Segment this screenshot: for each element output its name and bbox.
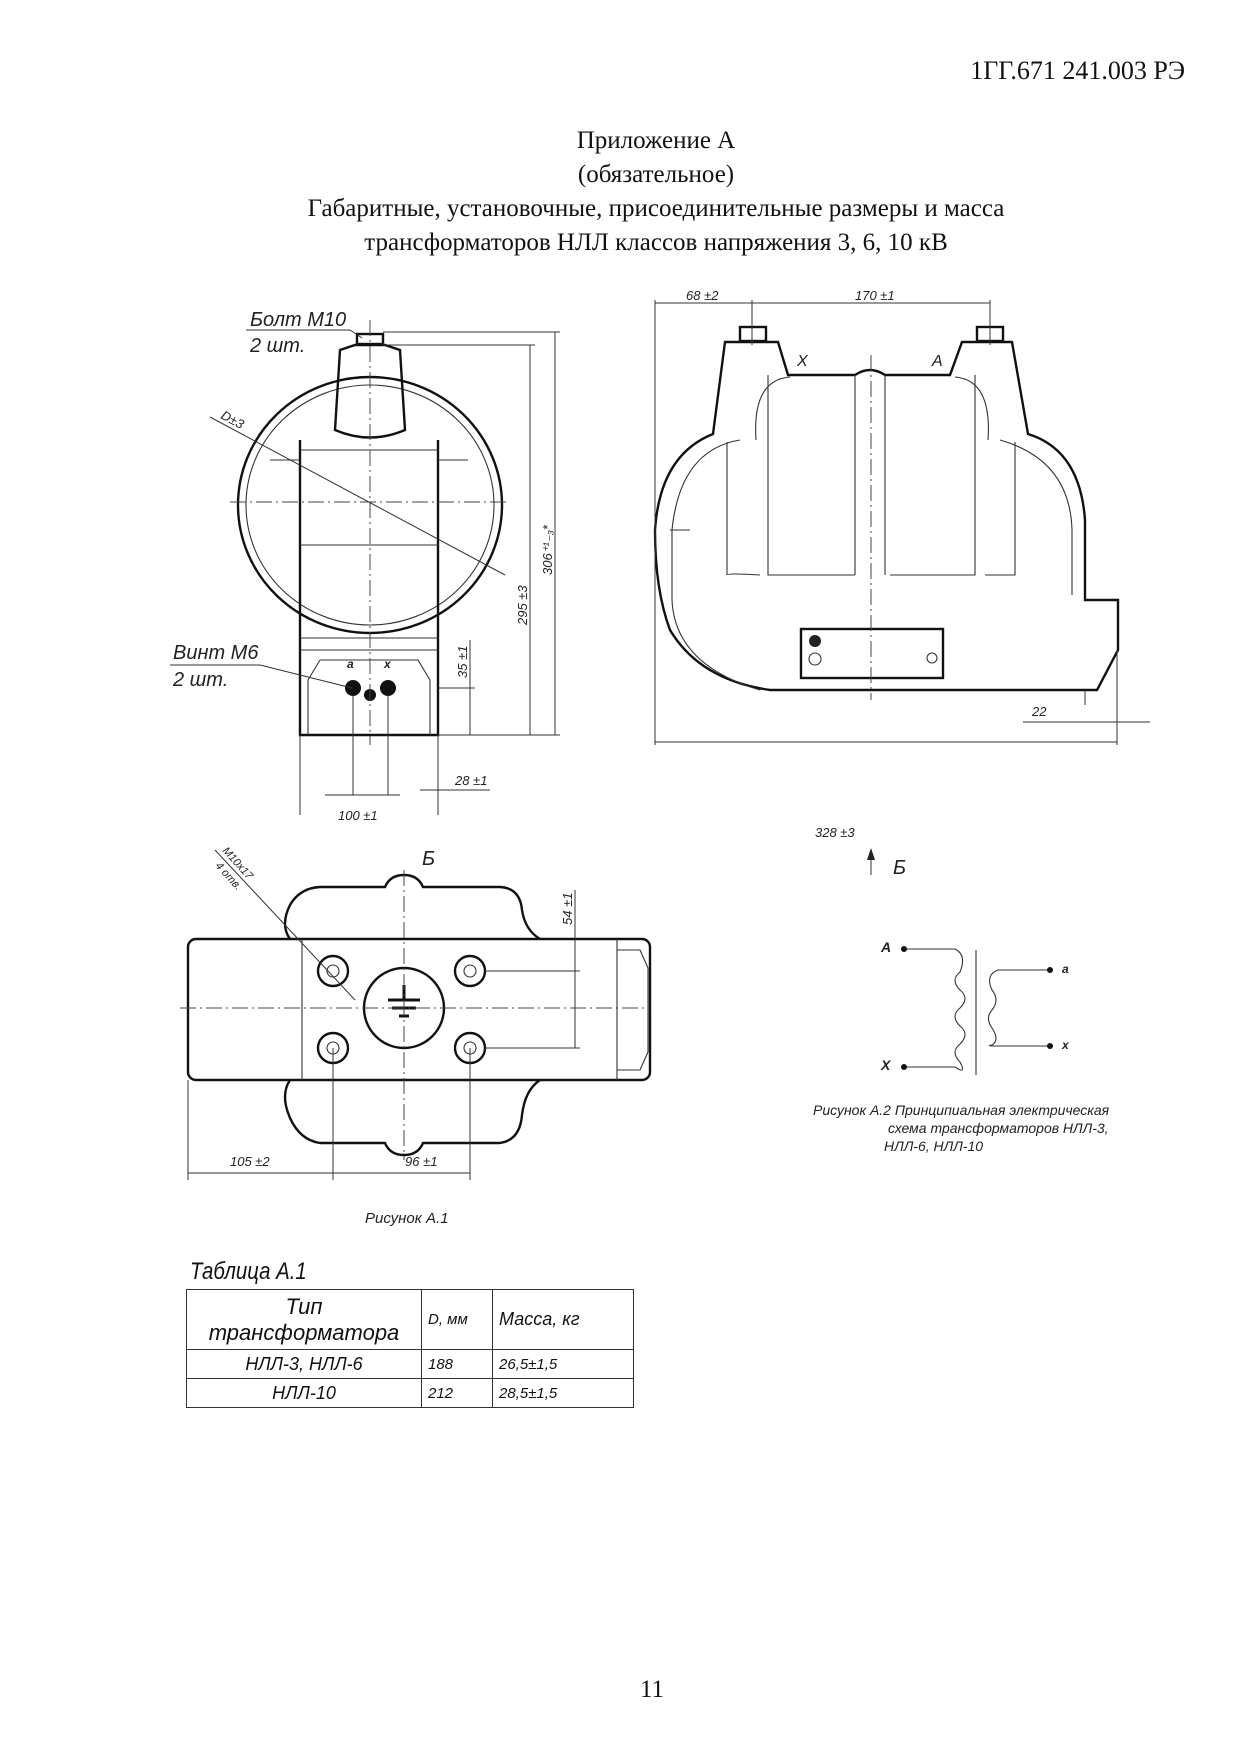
page-number: 11 <box>639 1676 665 1703</box>
figure-2-caption-line-1: Рисунок А.2 Принципиальная электрическая <box>813 1102 1110 1118</box>
dim-68: 68 ±2 <box>686 288 719 303</box>
bolt-label: Болт М10 <box>250 309 346 331</box>
figure-1-caption: Рисунок А.1 <box>365 1210 449 1227</box>
terminal-X: X <box>880 1057 892 1073</box>
terminal-x: x <box>1061 1038 1070 1052</box>
cell-type: НЛЛ-10 <box>186 1378 422 1408</box>
bolt-qty: 2 шт. <box>249 335 305 357</box>
figure-2-caption-line-3: НЛЛ-6, НЛЛ-10 <box>884 1138 983 1154</box>
screw-qty: 2 шт. <box>172 669 228 691</box>
terminal-a: a <box>1062 962 1069 976</box>
dim-328: 328 ±3 <box>815 825 855 840</box>
dim-170: 170 ±1 <box>855 288 895 303</box>
table-row: НЛЛ-3, НЛЛ-6 188 26,5±1,5 <box>186 1349 634 1379</box>
figure-2-caption-line-2: схема трансформаторов НЛЛ-3, <box>888 1120 1109 1136</box>
table-header-row: Тип трансформатора D, мм Масса, кг <box>186 1289 634 1350</box>
dim-100: 100 ±1 <box>338 808 378 823</box>
cell-type: НЛЛ-3, НЛЛ-6 <box>186 1349 422 1379</box>
header-d: D, мм <box>421 1289 493 1350</box>
title-line-1: Приложение А <box>576 127 736 154</box>
title-line-2: (обязательное) <box>577 161 735 188</box>
title-line-4: трансформаторов НЛЛ классов напряжения 3… <box>364 229 948 256</box>
dim-22: 22 <box>1031 704 1047 719</box>
view-arrow-label: Б <box>893 857 906 879</box>
bottom-view-label: Б <box>422 848 435 870</box>
screw-label: Винт М6 <box>173 642 259 664</box>
dim-105: 105 ±2 <box>230 1154 270 1169</box>
cell-mass: 28,5±1,5 <box>492 1378 634 1408</box>
front-view-drawing: Болт М10 2 шт. Винт М6 2 шт. D±3 306⁺¹₋₃… <box>170 309 560 823</box>
header-mass: Масса, кг <box>492 1289 634 1350</box>
bottom-view-drawing: Б М10х17 4 отв. 54 ±1 105 ±2 96 ±1 Рисун… <box>180 845 652 1227</box>
cell-d: 212 <box>421 1378 493 1408</box>
side-view-drawing: 68 ±2 170 ±1 328 ±3 22 X A Б <box>653 288 1150 879</box>
dim-35: 35 ±1 <box>455 646 470 678</box>
page-title: Приложение А (обязательное) Габаритные, … <box>0 124 1241 260</box>
document-code: 1ГГ.671 241.003 РЭ <box>970 56 1185 85</box>
dim-28: 28 ±1 <box>454 773 487 788</box>
terminal-x-label: x <box>383 657 392 671</box>
dim-96: 96 ±1 <box>405 1154 437 1169</box>
cell-mass: 26,5±1,5 <box>492 1349 634 1379</box>
cell-d: 188 <box>421 1349 493 1379</box>
terminal-A: A <box>880 939 891 955</box>
table-caption: Таблица А.1 <box>190 1258 307 1285</box>
dim-295: 295 ±3 <box>515 585 530 626</box>
terminal-A-label: A <box>931 353 943 370</box>
header-type: Тип трансформатора <box>186 1289 422 1350</box>
title-line-3: Габаритные, установочные, присоединитель… <box>307 195 1005 222</box>
dim-54: 54 ±1 <box>560 893 575 925</box>
dimensions-table: Тип трансформатора D, мм Масса, кг НЛЛ-3… <box>186 1289 634 1408</box>
dim-306: 306⁺¹₋₃* <box>540 524 555 575</box>
terminal-X-label: X <box>796 353 809 370</box>
table-row: НЛЛ-10 212 28,5±1,5 <box>186 1378 634 1408</box>
terminal-a-label: a <box>347 657 354 671</box>
dia-label: D±3 <box>219 407 248 432</box>
schematic-diagram: A X a x Рисунок А.2 Принципиальная элект… <box>813 939 1110 1154</box>
